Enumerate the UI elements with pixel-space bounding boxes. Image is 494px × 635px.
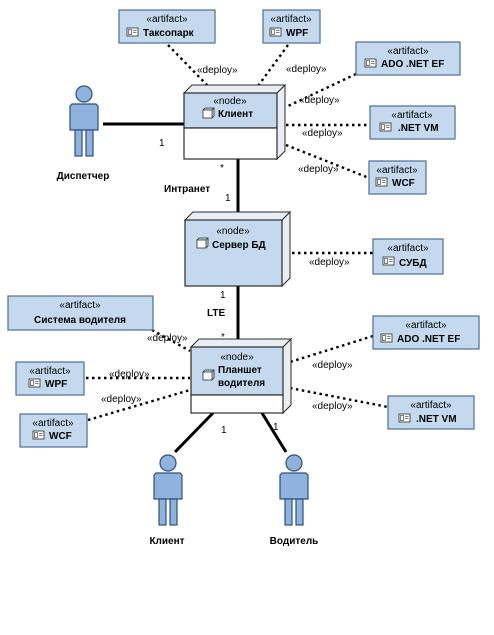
artifact-dbms[interactable]: «artifact» СУБД (372, 238, 444, 275)
artifact-ado-top-name: ADO .NET EF (381, 59, 444, 70)
deploy-link-netvm-bottom (289, 386, 389, 409)
artifact-netvm-bottom-name: .NET VM (416, 414, 457, 425)
node-client[interactable]: «node» Клиент (182, 83, 287, 161)
node-tablet-name-line2: водителя (218, 378, 265, 389)
link-label-lte: LTE (207, 308, 225, 319)
actor-dispatcher-label: Диспетчер (57, 171, 110, 182)
multiplicity-tablet-star: * (221, 332, 225, 343)
deploy-link-wpf-top (257, 44, 289, 87)
artifact-wpf-bottom-name: WPF (45, 379, 67, 390)
artifact-ado-top[interactable]: «artifact» ADO .NET EF (355, 41, 461, 76)
node-db-server[interactable]: «node» Сервер БД (183, 210, 292, 288)
artifact-wcf-bottom-name: WCF (49, 431, 72, 442)
actor-icon (279, 454, 309, 526)
deploy-label: «deploy» (286, 64, 327, 75)
artifact-wcf-top[interactable]: «artifact» WCF (368, 160, 427, 195)
artifact-stereotype: «artifact» (410, 400, 452, 411)
artifact-netvm-top-name: .NET VM (398, 123, 439, 134)
deploy-label: «deploy» (302, 128, 343, 139)
multiplicity-db-top: 1 (225, 193, 231, 204)
artifact-wpf-top-name: WPF (286, 28, 308, 39)
artifact-driver-system[interactable]: «artifact» Система водителя (7, 295, 154, 331)
artifact-driver-system-name: Система водителя (34, 315, 126, 326)
node-db-name: Сервер БД (212, 240, 266, 251)
artifact-taxopark-name: Таксопарк (143, 28, 195, 39)
deploy-label: «deploy» (147, 333, 188, 344)
artifact-stereotype: «artifact» (32, 418, 74, 429)
node-db-stereotype: «node» (216, 226, 250, 237)
artifact-stereotype: «artifact» (59, 300, 101, 311)
artifact-taxopark[interactable]: «artifact» Таксопарк (118, 9, 216, 44)
artifact-wcf-bottom[interactable]: «artifact» WCF (19, 413, 88, 448)
artifact-stereotype: «artifact» (29, 366, 71, 377)
deploy-link-wcf-top (285, 143, 370, 180)
artifact-stereotype: «artifact» (270, 14, 312, 25)
node-client-name: Клиент (218, 109, 253, 120)
artifact-netvm-bottom[interactable]: «artifact» .NET VM (387, 395, 475, 430)
client-actor-link (173, 411, 215, 454)
deploy-label: «deploy» (299, 95, 340, 106)
deploy-label: «deploy» (298, 164, 339, 175)
node-tablet-name-line1: Планшет (218, 365, 262, 376)
artifact-wcf-top-name: WCF (392, 178, 415, 189)
actor-icon (69, 85, 99, 157)
artifact-stereotype: «artifact» (391, 110, 433, 121)
artifact-stereotype: «artifact» (146, 14, 188, 25)
multiplicity-db-bottom: 1 (220, 290, 226, 301)
deploy-label: «deploy» (101, 394, 142, 405)
multiplicity-actor-client: 1 (221, 425, 227, 436)
deploy-link-ado-top (285, 72, 357, 109)
actor-icon (153, 454, 183, 526)
actor-dispatcher[interactable]: Диспетчер (57, 85, 110, 182)
deploy-label: «deploy» (197, 65, 238, 76)
multiplicity-client-star: * (220, 163, 224, 174)
artifact-wpf-top[interactable]: «artifact» WPF (262, 9, 321, 44)
artifact-stereotype: «artifact» (387, 46, 429, 57)
artifact-stereotype: «artifact» (405, 320, 447, 331)
deploy-link-driver-system (151, 328, 191, 353)
artifact-netvm-top[interactable]: «artifact» .NET VM (369, 105, 456, 140)
deploy-label: «deploy» (109, 369, 150, 380)
artifact-stereotype: «artifact» (387, 243, 429, 254)
multiplicity-actor-driver: 1 (273, 422, 279, 433)
node-client-stereotype: «node» (213, 96, 247, 107)
artifact-ado-bottom[interactable]: «artifact» ADO .NET EF (372, 315, 480, 350)
deploy-label: «deploy» (309, 257, 350, 268)
actor-driver[interactable]: Водитель (270, 454, 319, 547)
artifact-stereotype: «artifact» (376, 165, 418, 176)
artifact-wpf-bottom[interactable]: «artifact» WPF (15, 361, 85, 396)
deploy-label: «deploy» (312, 401, 353, 412)
multiplicity-dispatcher: 1 (159, 138, 165, 149)
deploy-link-ado-bottom (289, 334, 374, 364)
actor-client[interactable]: Клиент (149, 454, 185, 547)
artifact-dbms-name: СУБД (399, 258, 427, 269)
artifact-ado-bottom-name: ADO .NET EF (397, 334, 460, 345)
deploy-label: «deploy» (312, 360, 353, 371)
driver-actor-link (260, 412, 288, 453)
link-label-intranet: Интранет (164, 184, 210, 195)
node-driver-tablet[interactable]: «node» Планшет водителя (189, 337, 293, 415)
node-tablet-stereotype: «node» (220, 352, 254, 363)
actor-client-label: Клиент (149, 536, 184, 547)
actor-driver-label: Водитель (270, 536, 319, 547)
